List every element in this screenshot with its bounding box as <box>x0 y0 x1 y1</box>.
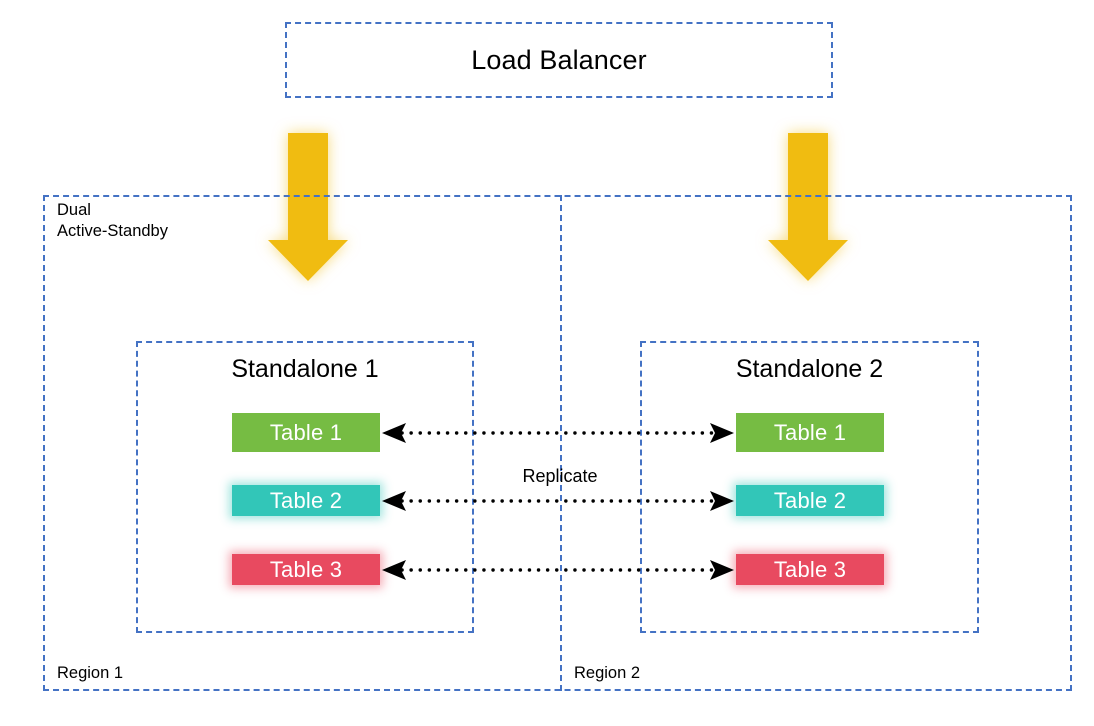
arrow-shape <box>268 133 348 281</box>
replicate-connector-table-3 <box>382 560 734 580</box>
table-label: Table 2 <box>269 487 343 513</box>
arrowhead-right <box>710 560 734 580</box>
load-balancer-box <box>285 22 833 98</box>
replicate-label: Replicate <box>522 466 598 486</box>
standalone-2-label: Standalone 2 <box>735 355 884 383</box>
standalone-2-table-2[interactable]: Table 2 <box>736 485 884 516</box>
table-label: Table 1 <box>269 419 343 445</box>
replicate-connector-table-1 <box>382 423 734 443</box>
traffic-arrow-left <box>268 133 348 281</box>
table-label: Table 3 <box>773 556 847 582</box>
standalone-1-table-2[interactable]: Table 2 <box>232 485 380 516</box>
dual-active-standby-label: Dual Active-Standby <box>57 201 168 240</box>
traffic-arrow-right <box>768 133 848 281</box>
standalone-2-box <box>640 341 979 633</box>
arrow-shape <box>768 133 848 281</box>
table-label: Table 2 <box>773 487 847 513</box>
standalone-2-table-1[interactable]: Table 1 <box>736 413 884 452</box>
arrowhead-right <box>710 423 734 443</box>
standalone-1-table-1[interactable]: Table 1 <box>232 413 380 452</box>
arrowhead-right <box>710 491 734 511</box>
region-1-label: Region 1 <box>57 664 124 682</box>
region-divider <box>560 195 562 691</box>
arrowhead-left <box>382 423 406 443</box>
load-balancer-label: Load Balancer <box>471 45 647 75</box>
standalone-1-table-3[interactable]: Table 3 <box>232 554 380 585</box>
standalone-1-box <box>136 341 474 633</box>
table-label: Table 3 <box>269 556 343 582</box>
region-2-label: Region 2 <box>574 664 641 682</box>
table-label: Table 1 <box>773 419 847 445</box>
standalone-2-table-3[interactable]: Table 3 <box>736 554 884 585</box>
replicate-connector-table-2 <box>382 491 734 511</box>
standalone-1-label: Standalone 1 <box>231 355 379 383</box>
arrowhead-left <box>382 491 406 511</box>
dual-active-standby-box <box>43 195 1072 691</box>
arrowhead-left <box>382 560 406 580</box>
